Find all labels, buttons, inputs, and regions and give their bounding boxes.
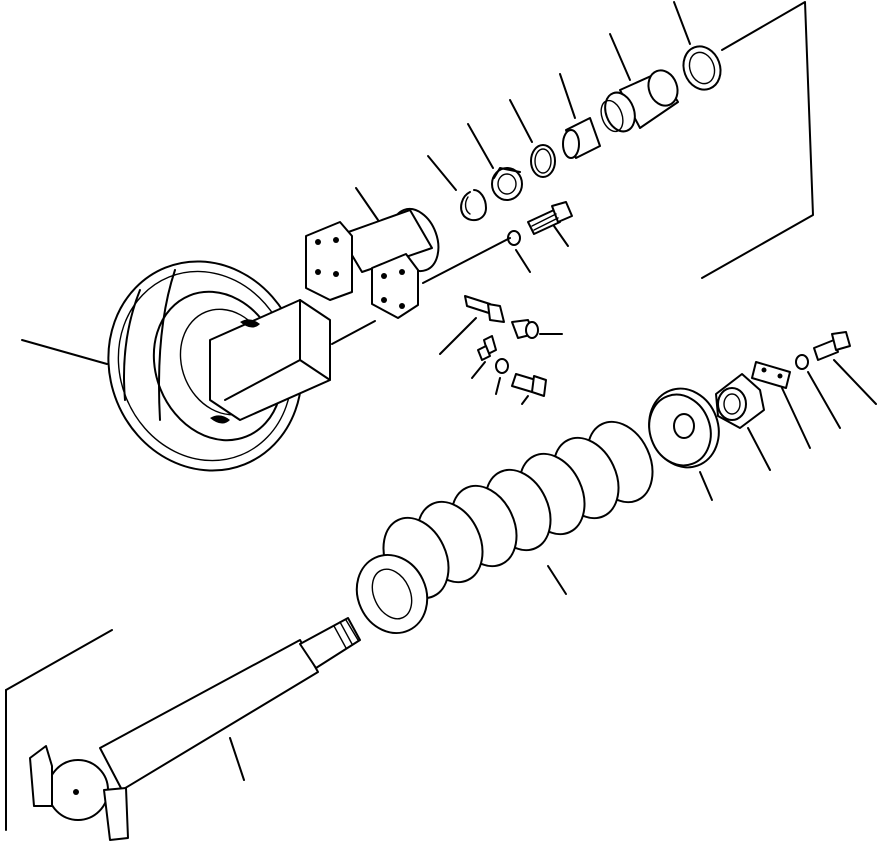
snap-ring xyxy=(427,155,487,222)
recoil-spring xyxy=(355,420,654,634)
plug-fitting xyxy=(511,319,563,339)
bolt-right xyxy=(813,331,877,405)
spring-rod xyxy=(29,617,361,841)
seal-ring xyxy=(467,123,523,201)
yoke-bracket xyxy=(305,187,440,319)
bolt-lower xyxy=(511,373,547,405)
nut xyxy=(715,373,771,471)
frame-lines xyxy=(5,1,814,831)
idler-wheel xyxy=(21,260,331,472)
o-ring xyxy=(509,99,556,178)
lock-plate xyxy=(751,361,811,449)
washer-upper xyxy=(507,230,531,273)
piston-rod-guide xyxy=(600,33,679,133)
washer-right xyxy=(795,354,841,429)
washer-lower xyxy=(495,358,509,395)
grease-fitting xyxy=(439,295,505,355)
bolt-upper xyxy=(527,201,573,247)
bushing xyxy=(559,73,601,159)
lock-plate-small xyxy=(471,335,497,379)
spring-seat-disc xyxy=(648,387,720,501)
bearing-ring xyxy=(673,1,722,91)
